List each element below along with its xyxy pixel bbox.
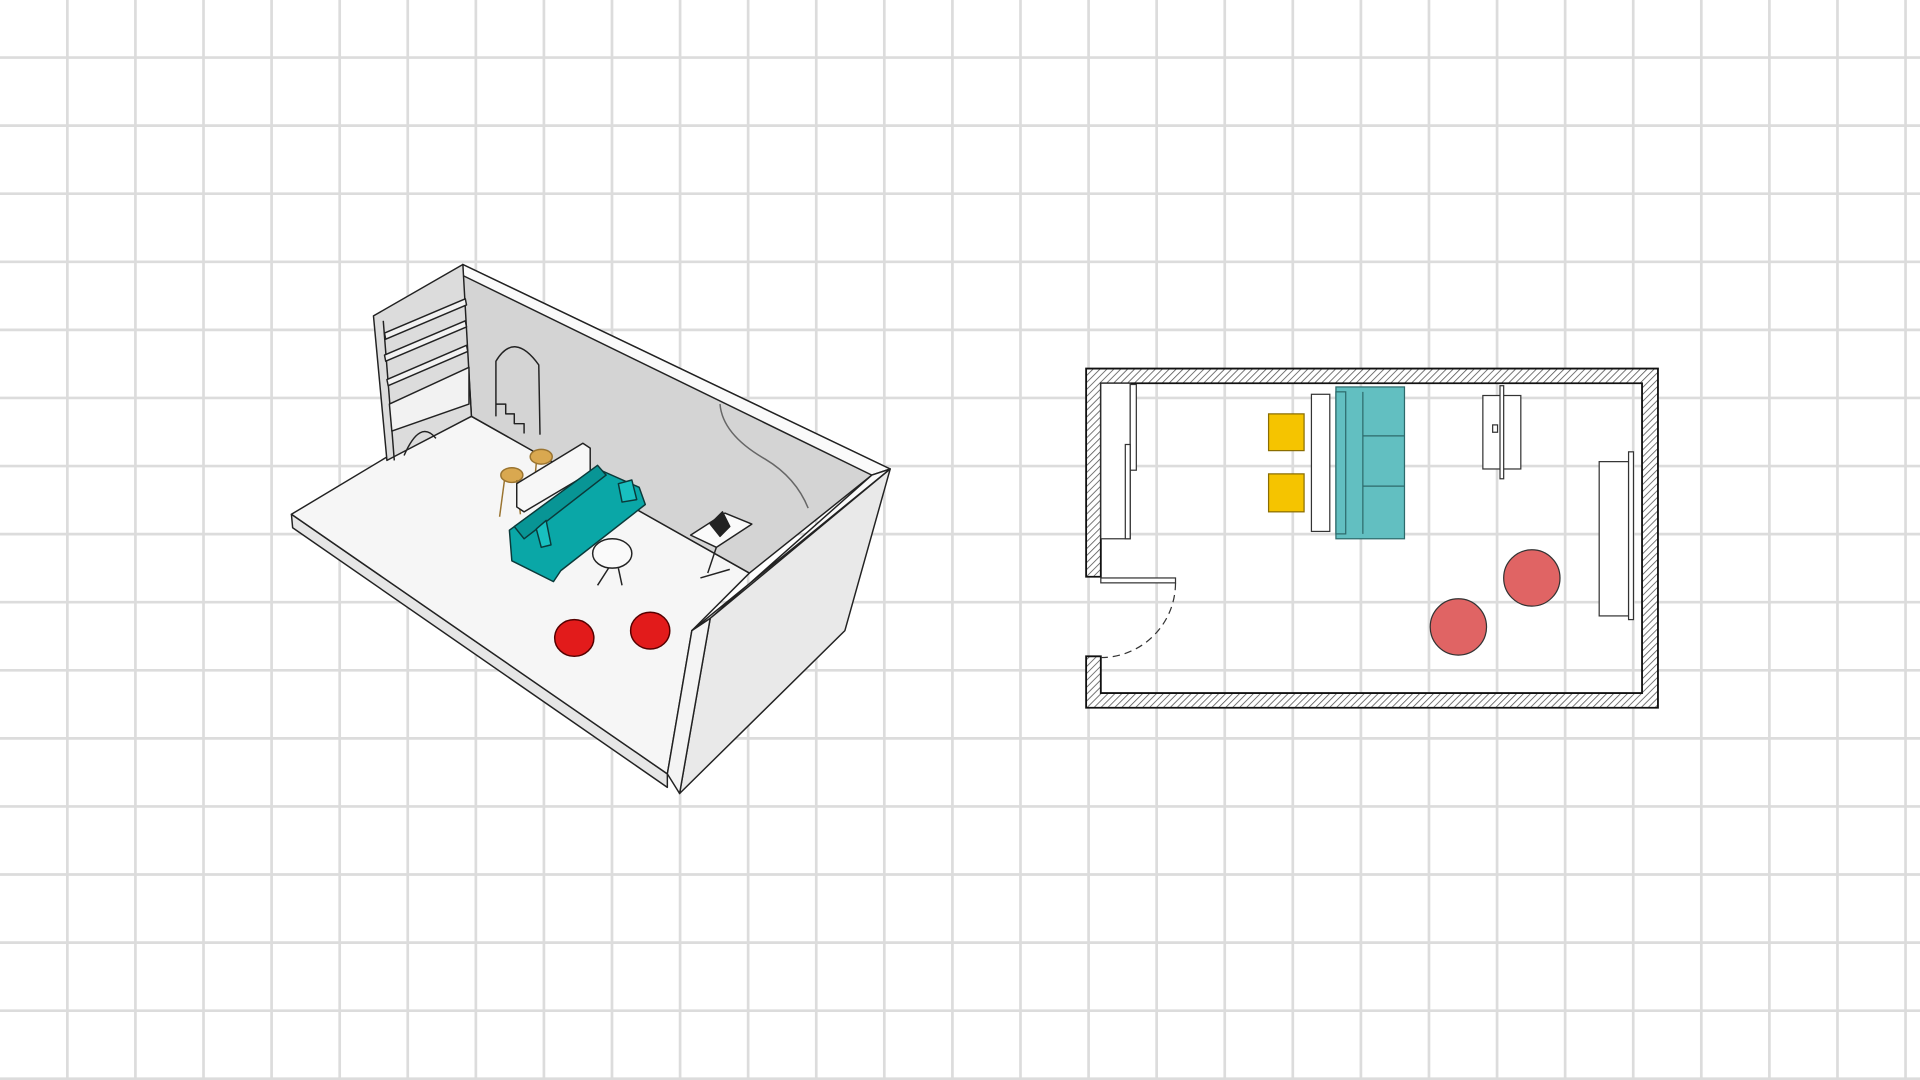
wall-curve — [719, 404, 809, 509]
stair-niche — [495, 403, 525, 434]
side-table — [591, 538, 633, 586]
bookshelf-edge — [382, 320, 396, 461]
bar-stools — [498, 448, 553, 517]
arched-niche — [495, 346, 541, 435]
tv-unit — [1598, 451, 1635, 621]
shelf-unit — [1100, 382, 1137, 540]
pouf — [553, 618, 595, 658]
right-wall-end — [666, 617, 711, 795]
stool — [1267, 413, 1305, 452]
isometric-room — [290, 263, 891, 795]
poufs — [553, 611, 671, 658]
sofa — [508, 464, 647, 583]
sofa — [1335, 386, 1406, 540]
laptop-desk — [689, 511, 753, 579]
desk — [1482, 385, 1522, 480]
stool — [1267, 473, 1305, 513]
partition — [1310, 393, 1331, 533]
floor-plan — [1085, 367, 1659, 709]
poufs — [1429, 549, 1561, 656]
bar-stools — [1267, 413, 1305, 513]
pouf — [629, 611, 671, 650]
door — [1100, 577, 1177, 659]
fireplace-arch-icon — [403, 430, 437, 456]
shelves — [383, 298, 470, 432]
pouf — [1503, 549, 1561, 607]
pouf — [1429, 598, 1488, 656]
plan-walls — [1085, 367, 1659, 709]
